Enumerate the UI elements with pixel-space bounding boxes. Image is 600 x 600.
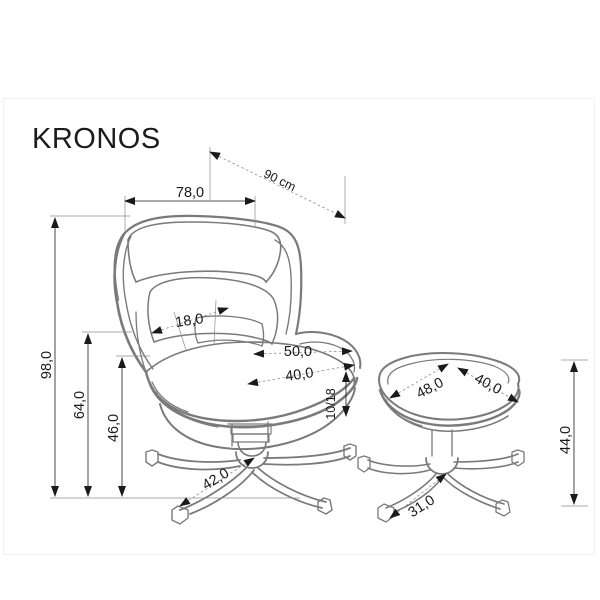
dim-stool-width xyxy=(389,363,449,399)
footstool-illustration xyxy=(357,352,525,523)
dim-label-stool-height: 44,0 xyxy=(558,426,574,454)
dimension-lines xyxy=(50,147,588,519)
dim-back-cushion xyxy=(151,307,229,334)
dim-label-total-height: 98,0 xyxy=(39,351,55,379)
dim-label-stool-base-span: 31,0 xyxy=(406,492,438,521)
dim-label-chair-depth: 90 cm xyxy=(261,167,298,195)
armchair-illustration xyxy=(113,214,362,525)
dim-label-arm-height: 46,0 xyxy=(106,414,122,442)
dim-label-stool-width: 48,0 xyxy=(414,375,446,402)
dim-stool-depth xyxy=(457,367,519,403)
dim-label-stool-depth: 40,0 xyxy=(472,371,504,398)
dim-label-seat-depth: 40,0 xyxy=(284,365,314,385)
dim-label-seat-width: 50,0 xyxy=(284,344,312,360)
dim-label-back-height: 64,0 xyxy=(72,391,88,419)
dim-seat-width xyxy=(253,347,353,358)
page-title: KRONOS xyxy=(32,123,161,155)
dim-chair-depth xyxy=(209,151,346,219)
dim-label-seat-thickness: 10/18 xyxy=(324,388,338,419)
dim-stool-base-span xyxy=(389,473,447,519)
dim-label-back-cushion: 18,0 xyxy=(174,311,204,331)
dim-label-chair-width: 78,0 xyxy=(176,185,204,201)
sheet-border xyxy=(3,98,595,555)
